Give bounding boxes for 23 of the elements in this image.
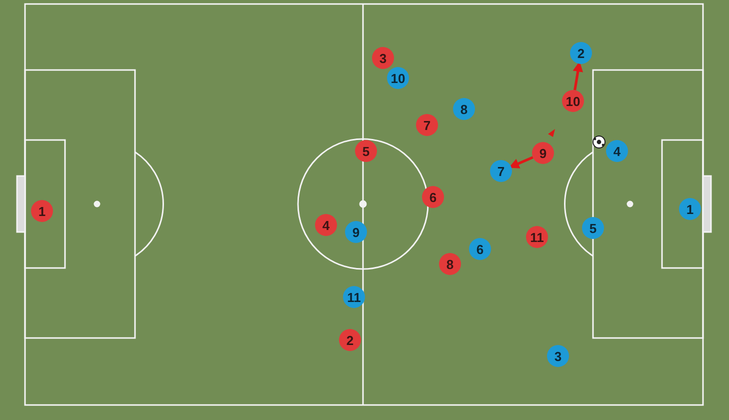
player-marker: 6 <box>469 238 491 260</box>
player-marker: 10 <box>562 90 584 112</box>
player-marker: 2 <box>570 42 592 64</box>
player-marker: 4 <box>315 214 337 236</box>
arrow <box>508 156 534 168</box>
player-marker: 5 <box>582 217 604 239</box>
player-marker: 8 <box>439 253 461 275</box>
player-marker: 11 <box>526 226 548 248</box>
player-marker: 7 <box>416 114 438 136</box>
player-marker: 3 <box>547 345 569 367</box>
player-marker: 1 <box>679 198 701 220</box>
player-marker: 11 <box>343 286 365 308</box>
player-marker: 10 <box>387 67 409 89</box>
player-marker: 8 <box>453 98 475 120</box>
player-marker: 6 <box>422 186 444 208</box>
player-marker: 4 <box>606 140 628 162</box>
player-marker: 9 <box>345 221 367 243</box>
player-marker: 1 <box>31 200 53 222</box>
player-marker: 3 <box>372 47 394 69</box>
player-marker: 5 <box>355 140 377 162</box>
player-marker: 9 <box>532 142 554 164</box>
player-marker: 2 <box>339 329 361 351</box>
player-marker: 7 <box>490 160 512 182</box>
